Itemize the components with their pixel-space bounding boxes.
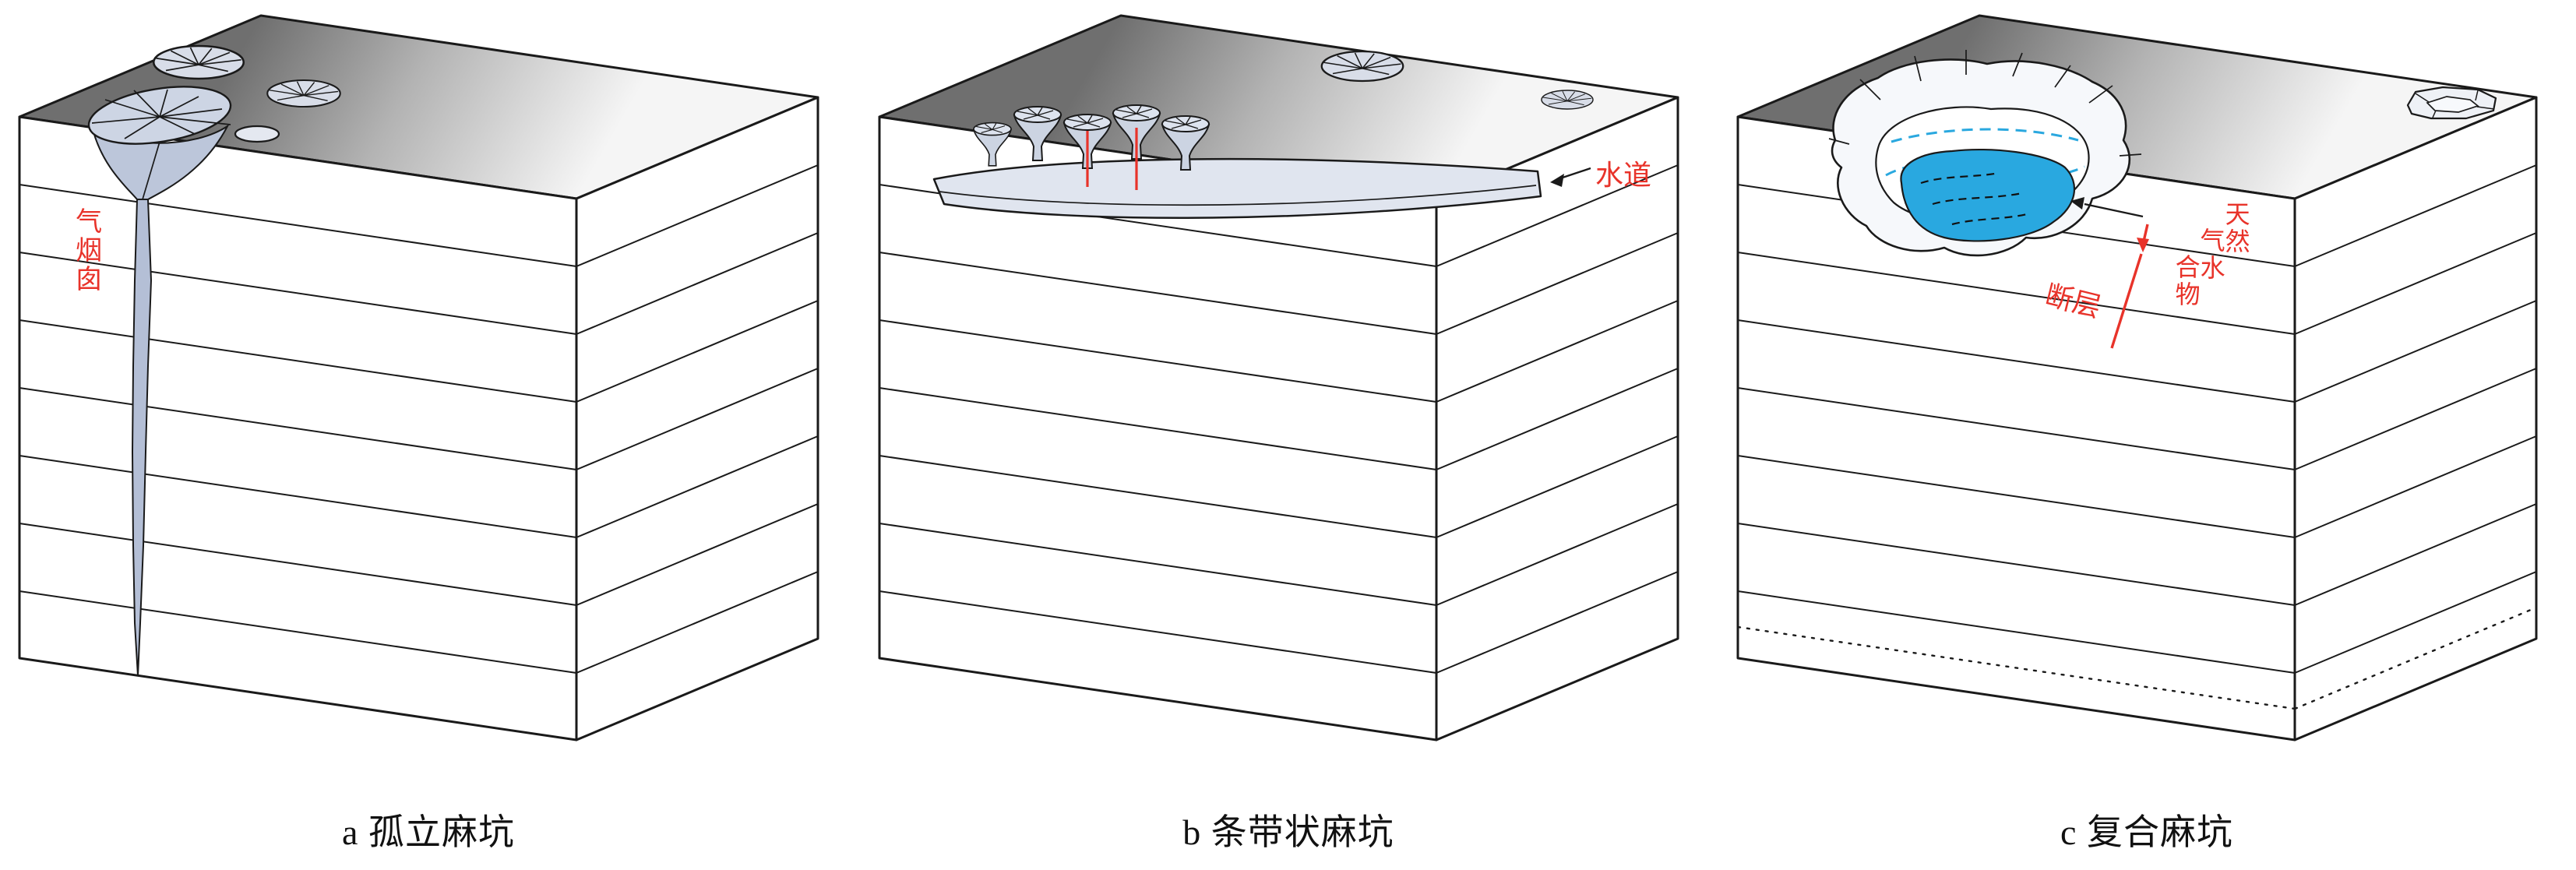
pockmark-icon [1320, 50, 1404, 83]
panel-a: 气烟囱 a 孤立麻坑 [0, 0, 857, 870]
small-oval-pockmark [234, 125, 280, 143]
channel-arrow [1550, 167, 1591, 187]
gas-hydrate-body [1900, 148, 2076, 242]
caption-c: c 复合麻坑 [2060, 812, 2233, 852]
gas-conduit-lines [1086, 128, 1138, 190]
panel-c: 天然 气水 合物 断层 c 复合麻坑 [1718, 0, 2575, 870]
label-hydrate-line2: 气水 [2197, 227, 2225, 282]
pockmark-icon [1541, 90, 1594, 110]
label-hydrate-line3: 合物 [2172, 254, 2201, 308]
complex-pockmark-small [2406, 86, 2497, 120]
label-gas-chimney: 气烟囱 [71, 207, 100, 294]
label-hydrate-line1: 天然 [2222, 201, 2250, 255]
pockmark-icon [152, 44, 245, 80]
fault-line [2110, 224, 2149, 349]
panel-b: 水道 b 条带状麻坑 [860, 0, 1717, 870]
panel-b-diagram [878, 14, 1679, 741]
panel-a-diagram [18, 14, 819, 741]
caption-a: a 孤立麻坑 [342, 812, 515, 852]
composite-pockmark [1828, 50, 2142, 257]
panel-c-diagram [1736, 14, 2538, 741]
label-channel: 水道 [1595, 160, 1652, 191]
pockmark-icon [266, 79, 341, 108]
caption-b: b 条带状麻坑 [1182, 812, 1394, 852]
dashed-stratum-line [1736, 606, 2538, 710]
annotation-arrow [2070, 197, 2144, 218]
channel-body [932, 157, 1542, 219]
gas-chimney-funnel [87, 86, 232, 677]
